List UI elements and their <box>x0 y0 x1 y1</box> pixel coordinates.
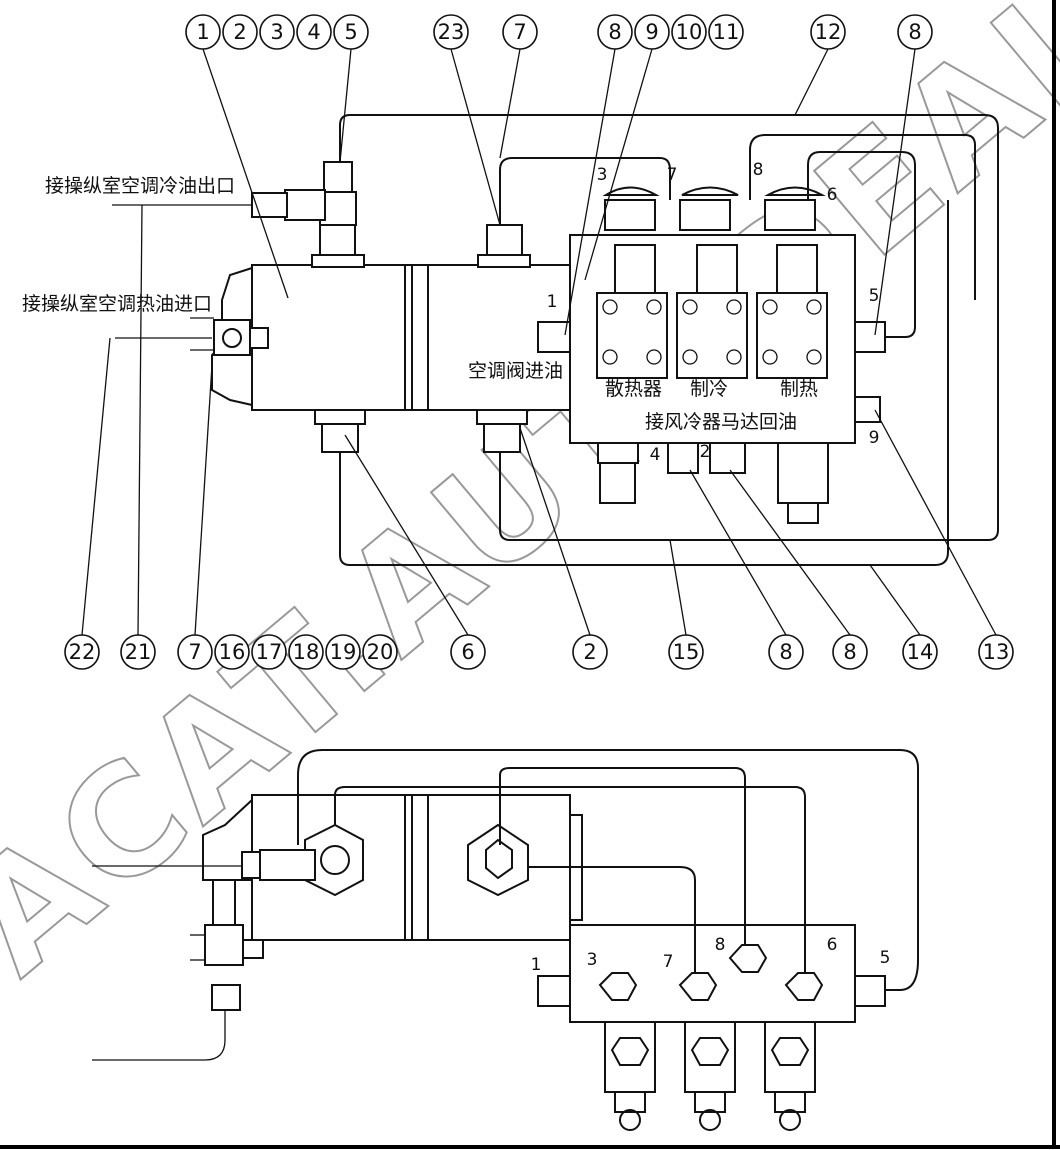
svg-text:6: 6 <box>827 185 838 205</box>
svg-text:5: 5 <box>344 20 357 44</box>
svg-text:3: 3 <box>270 20 283 44</box>
label-fan-motor-return: 接风冷器马达回油 <box>645 411 797 433</box>
valve-section-heating <box>756 186 828 379</box>
label-ac-valve-inlet: 空调阀进油 <box>468 360 563 382</box>
callout-12: 12 <box>810 14 846 50</box>
fitting-top-left <box>319 224 356 256</box>
fitting-bottom-left <box>321 423 359 453</box>
svg-text:6: 6 <box>461 640 474 664</box>
callout-8c: 8 <box>768 634 804 670</box>
callout-6: 6 <box>450 634 486 670</box>
ports-top: 3 7 8 6 1 5 9 4 2 <box>547 160 880 465</box>
callout-8: 8 <box>597 14 633 50</box>
callout-22: 22 <box>64 634 100 670</box>
svg-text:2: 2 <box>583 640 596 664</box>
callout-8b: 8 <box>897 14 933 50</box>
callout-9: 9 <box>634 14 670 50</box>
callouts-bottom: 22 21 7 16 17 18 19 20 6 2 15 8 8 14 13 <box>64 634 1014 670</box>
side-valve <box>213 319 251 356</box>
svg-text:7: 7 <box>667 165 678 185</box>
fitting-top-mid <box>486 224 523 256</box>
svg-text:19: 19 <box>330 640 357 664</box>
callout-1: 1 <box>185 14 221 50</box>
bottom-assembly <box>92 749 919 1131</box>
callout-7-bottom: 7 <box>177 634 213 670</box>
svg-text:16: 16 <box>219 640 246 664</box>
ports-bottom: 1 3 7 8 6 5 <box>531 935 891 975</box>
leaders-top <box>202 48 916 336</box>
svg-text:5: 5 <box>869 286 880 306</box>
svg-text:9: 9 <box>645 20 658 44</box>
callout-23: 23 <box>433 14 469 50</box>
svg-text:3: 3 <box>597 165 608 185</box>
svg-text:21: 21 <box>125 640 152 664</box>
svg-text:14: 14 <box>907 640 934 664</box>
label-radiator: 散热器 <box>605 378 662 400</box>
svg-text:20: 20 <box>367 640 394 664</box>
callout-11: 11 <box>708 14 744 50</box>
svg-text:11: 11 <box>713 20 740 44</box>
svg-text:1: 1 <box>547 292 558 312</box>
svg-text:9: 9 <box>869 428 880 448</box>
svg-text:7: 7 <box>188 640 201 664</box>
leaders-bottom <box>81 204 997 636</box>
top-assembly <box>112 114 999 566</box>
svg-text:7: 7 <box>513 20 526 44</box>
hex-flange-right <box>467 823 529 897</box>
svg-text:22: 22 <box>69 640 96 664</box>
svg-text:6: 6 <box>827 935 838 955</box>
valve-section-radiator <box>596 186 668 379</box>
svg-text:4: 4 <box>650 445 661 465</box>
svg-text:8: 8 <box>608 20 621 44</box>
label-cooling: 制冷 <box>690 378 728 400</box>
svg-text:1: 1 <box>196 20 209 44</box>
label-hot-inlet: 接操纵室空调热油进口 <box>22 293 212 315</box>
callout-2: 2 <box>222 14 258 50</box>
callout-13: 13 <box>978 634 1014 670</box>
callout-3: 3 <box>259 14 295 50</box>
callout-4: 4 <box>296 14 332 50</box>
svg-text:17: 17 <box>256 640 283 664</box>
callout-18: 18 <box>288 634 324 670</box>
svg-text:8: 8 <box>908 20 921 44</box>
svg-text:12: 12 <box>815 20 842 44</box>
callout-10: 10 <box>671 14 707 50</box>
svg-text:8: 8 <box>843 640 856 664</box>
svg-text:23: 23 <box>438 20 465 44</box>
svg-text:13: 13 <box>983 640 1010 664</box>
valve-section-cooling <box>676 186 748 379</box>
callout-15: 15 <box>668 634 704 670</box>
svg-text:8: 8 <box>753 160 764 180</box>
svg-text:18: 18 <box>293 640 320 664</box>
svg-text:4: 4 <box>307 20 320 44</box>
tee-fitting <box>323 161 353 193</box>
svg-text:7: 7 <box>663 952 674 972</box>
fitting-bottom-mid <box>483 423 521 453</box>
callout-5: 5 <box>333 14 369 50</box>
svg-text:1: 1 <box>531 955 542 975</box>
callout-20: 20 <box>362 634 398 670</box>
callout-7: 7 <box>502 14 538 50</box>
svg-text:8: 8 <box>715 935 726 955</box>
svg-text:2: 2 <box>700 442 711 462</box>
svg-text:15: 15 <box>673 640 700 664</box>
label-cold-outlet: 接操纵室空调冷油出口 <box>45 175 235 197</box>
svg-text:10: 10 <box>676 20 703 44</box>
callout-19: 19 <box>325 634 361 670</box>
label-heating: 制热 <box>780 378 818 400</box>
callout-8d: 8 <box>832 634 868 670</box>
callout-16: 16 <box>214 634 250 670</box>
svg-text:8: 8 <box>779 640 792 664</box>
callout-17: 17 <box>251 634 287 670</box>
callout-21: 21 <box>120 634 156 670</box>
callouts-top: 1 2 3 4 5 23 7 8 9 10 11 12 8 <box>185 14 933 50</box>
svg-text:5: 5 <box>880 948 891 968</box>
callout-14: 14 <box>902 634 938 670</box>
svg-text:3: 3 <box>587 950 598 970</box>
callout-2-bottom: 2 <box>572 634 608 670</box>
svg-text:2: 2 <box>233 20 246 44</box>
